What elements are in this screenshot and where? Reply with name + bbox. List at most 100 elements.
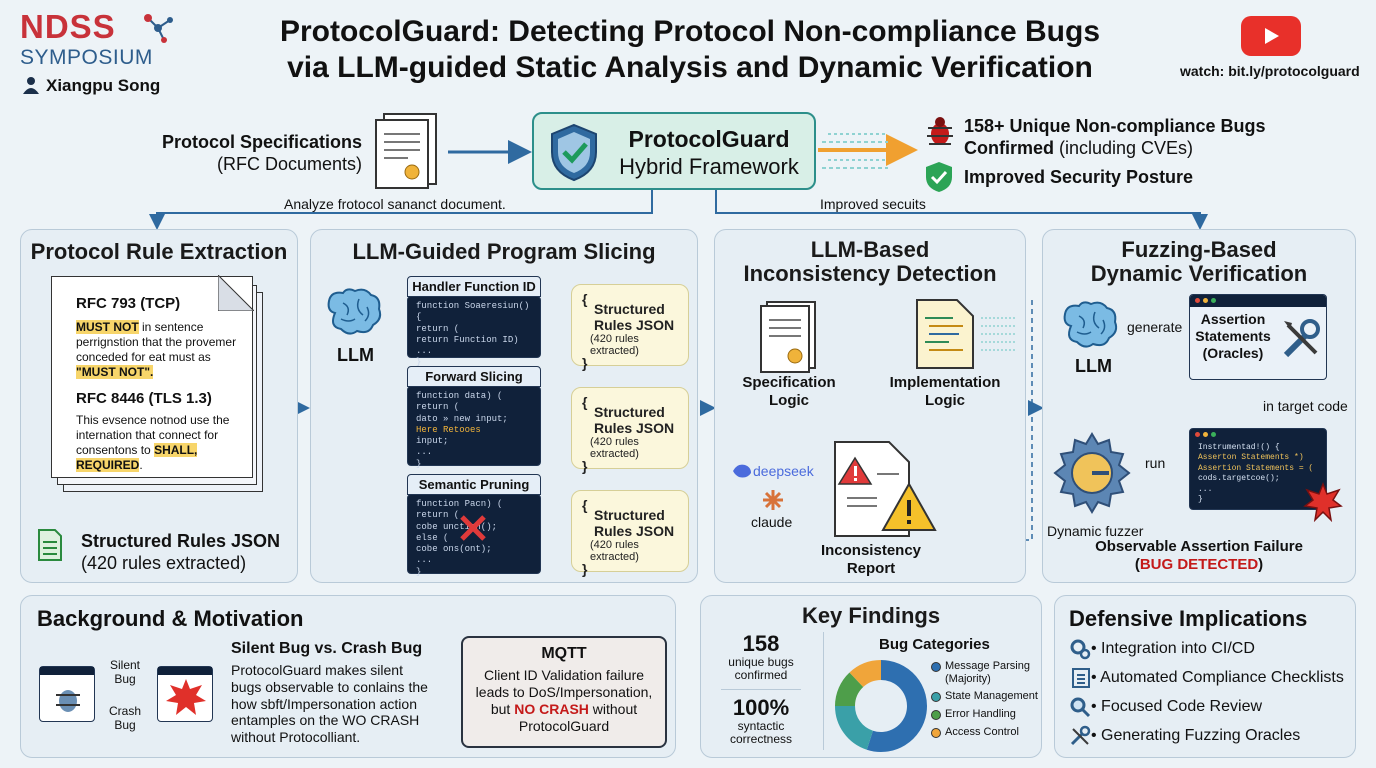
panel-title-line1: LLM-Based [810, 237, 930, 262]
rfc-document: RFC 793 (TCP) MUST NOT in sentence perri… [51, 275, 254, 478]
youtube-icon[interactable] [1241, 16, 1301, 56]
json-file-icon [38, 529, 62, 561]
protocolguard-box: ProtocolGuard Hybrid Framework [532, 112, 816, 190]
bug-icon [927, 117, 953, 145]
brace-close: } [582, 458, 588, 474]
step-pruning-title: Semantic Pruning [407, 474, 541, 495]
rfc2-end: . [139, 457, 143, 472]
code-line: function Pacn) ( [416, 499, 503, 509]
rules-json-title: Structured Rules JSON [81, 531, 281, 551]
rfc2-keyword-shall: SHALL, [154, 442, 198, 457]
author-name: Xiangpu Song [46, 76, 161, 95]
legend-item: Access Control [929, 726, 1041, 739]
assertion-failure-line: Observable Assertion Failure [1095, 538, 1303, 555]
report-line2: Report [846, 560, 896, 577]
deepseek-label: deepseek [753, 463, 814, 479]
brace-open: { [582, 497, 588, 513]
rules-json-count: (420 rules extracted) [81, 552, 247, 573]
step-pruning-code: function Pacn) ( return ( cobe unction()… [407, 494, 541, 577]
rfc2-text1: This evsence notnod use the [76, 412, 230, 427]
fuzzer-label: Dynamic fuzzer [1047, 523, 1144, 539]
panel-defensive-implications: Defensive Implications • Integration int… [1054, 595, 1356, 758]
bug-detected: BUG DETECTED [1139, 556, 1259, 573]
code-line: cobe ons(ont); [416, 544, 492, 554]
person-icon [23, 77, 39, 94]
generate-label: generate [1127, 319, 1183, 335]
code-line: } [1198, 494, 1203, 504]
report-label: Inconsistency Report [809, 542, 933, 578]
rules-json-output: Structured Rules JSON (420 rules extract… [81, 531, 280, 574]
code-line: dato » new input; [416, 413, 508, 424]
body-line: how sbft/Impersonation action [231, 695, 417, 712]
title-line-2: via LLM-guided Static Analysis and Dynam… [287, 51, 1093, 84]
implementation-code-icon [916, 299, 974, 369]
rfc2-text2: internation that connect for [76, 427, 219, 442]
background-body: ProtocolGuard makes silent bugs observab… [231, 662, 441, 746]
in-target-label: in target code [1263, 398, 1348, 414]
code-line: ... [416, 447, 433, 458]
step-handler-code: function Soaeresiun() { return ( return … [407, 296, 541, 367]
code-line: return Function ID) [416, 334, 519, 345]
shield-ok-icon [926, 162, 952, 192]
specification-doc-icon [760, 301, 816, 373]
assertion-line2: Statements [1195, 327, 1271, 344]
rules-title-2: Rules JSON [594, 420, 675, 436]
code-line: function data) ( [416, 391, 503, 401]
spec-logic-line1: Specification [742, 374, 836, 391]
result-bugs-line1: 158+ Unique Non-compliance Bugs [964, 116, 1266, 136]
brace-close: } [582, 561, 588, 577]
code-line: function Soaeresiun() { [416, 301, 530, 323]
legend-swatch [931, 709, 941, 720]
code-line: cobe unction(); [416, 521, 498, 532]
step-handler-title: Handler Function ID [407, 276, 541, 297]
legend-label: Message Parsing [945, 660, 1030, 672]
donut-slice-3 [849, 660, 882, 688]
panel-title-line2: Dynamic Verification [1090, 261, 1308, 287]
result-confirmed: Confirmed [964, 137, 1054, 158]
spec-label: Protocol Specifications (RFC Documents) [150, 132, 362, 175]
result-security: Improved Security Posture [964, 167, 1194, 187]
instrumented-code-window: Instrumentad!() { Asserton Statements *)… [1189, 428, 1327, 510]
shield-check-icon [551, 123, 597, 182]
fuzzer-gear-icon [1053, 432, 1131, 514]
mqtt-no-crash: NO CRASH [514, 700, 589, 717]
brace-close: } [582, 355, 588, 371]
claude-logo-icon [763, 490, 783, 510]
bug-categories-legend: Message Parsing(Majority)State Managemen… [929, 660, 1041, 743]
claude-label: claude [751, 514, 793, 530]
code-line: Assertion Statements = ( [1198, 463, 1314, 473]
stat-bugs-value: 158 [742, 631, 780, 656]
framework-subtitle: Hybrid Framework [619, 154, 799, 179]
gears-icon [1070, 639, 1091, 660]
crash-burst-icon [1303, 482, 1343, 522]
findings-divider [823, 632, 824, 750]
body-line: ProtocolGuard makes silent [231, 662, 403, 678]
watch-link[interactable]: watch: bit.ly/protocolguard [1180, 63, 1360, 79]
panel-background: Background & Motivation Silent Bug Crash… [20, 595, 676, 758]
crash-bug-window [157, 666, 213, 722]
rules-count: (420 rules extracted) [590, 539, 639, 563]
code-line: Instrumentad!() { [1198, 443, 1280, 452]
rules-title-1: Structured [594, 301, 665, 317]
panel-title: LLM-Based Inconsistency Detection [715, 237, 1025, 286]
legend-label-note: (Majority) [945, 672, 991, 685]
paren-close: ) [1258, 556, 1264, 573]
rules-title-1: Structured [594, 404, 665, 420]
rfc-document-icon [375, 113, 437, 189]
rules-json-box-1: { Structured Rules JSON (420 rules extra… [571, 284, 689, 371]
implication-ci-cd: • Integration into CI/CD [1091, 640, 1255, 657]
page-title: ProtocolGuard: Detecting Protocol Non-co… [200, 14, 1180, 86]
ndss-logo-text: NDSS [20, 8, 116, 45]
impl-logic-line1: Implementation [889, 374, 1001, 391]
crash-line1: Crash [108, 704, 141, 718]
llm-label: LLM [1075, 356, 1112, 376]
page-fold-icon [218, 275, 254, 311]
rfc1-quote: "MUST NOT". [76, 364, 154, 379]
legend-label: Error Handling [945, 707, 1016, 720]
stat-correctness-label2: correctness [729, 732, 793, 747]
spec-label-line1: Protocol Specifications [161, 132, 362, 152]
prune-x-icon [460, 515, 486, 541]
code-line: cods.targetcoe(); [1198, 474, 1280, 484]
symposium-logo-text: SYMPOSIUM [20, 46, 153, 69]
brain-icon [327, 288, 382, 335]
